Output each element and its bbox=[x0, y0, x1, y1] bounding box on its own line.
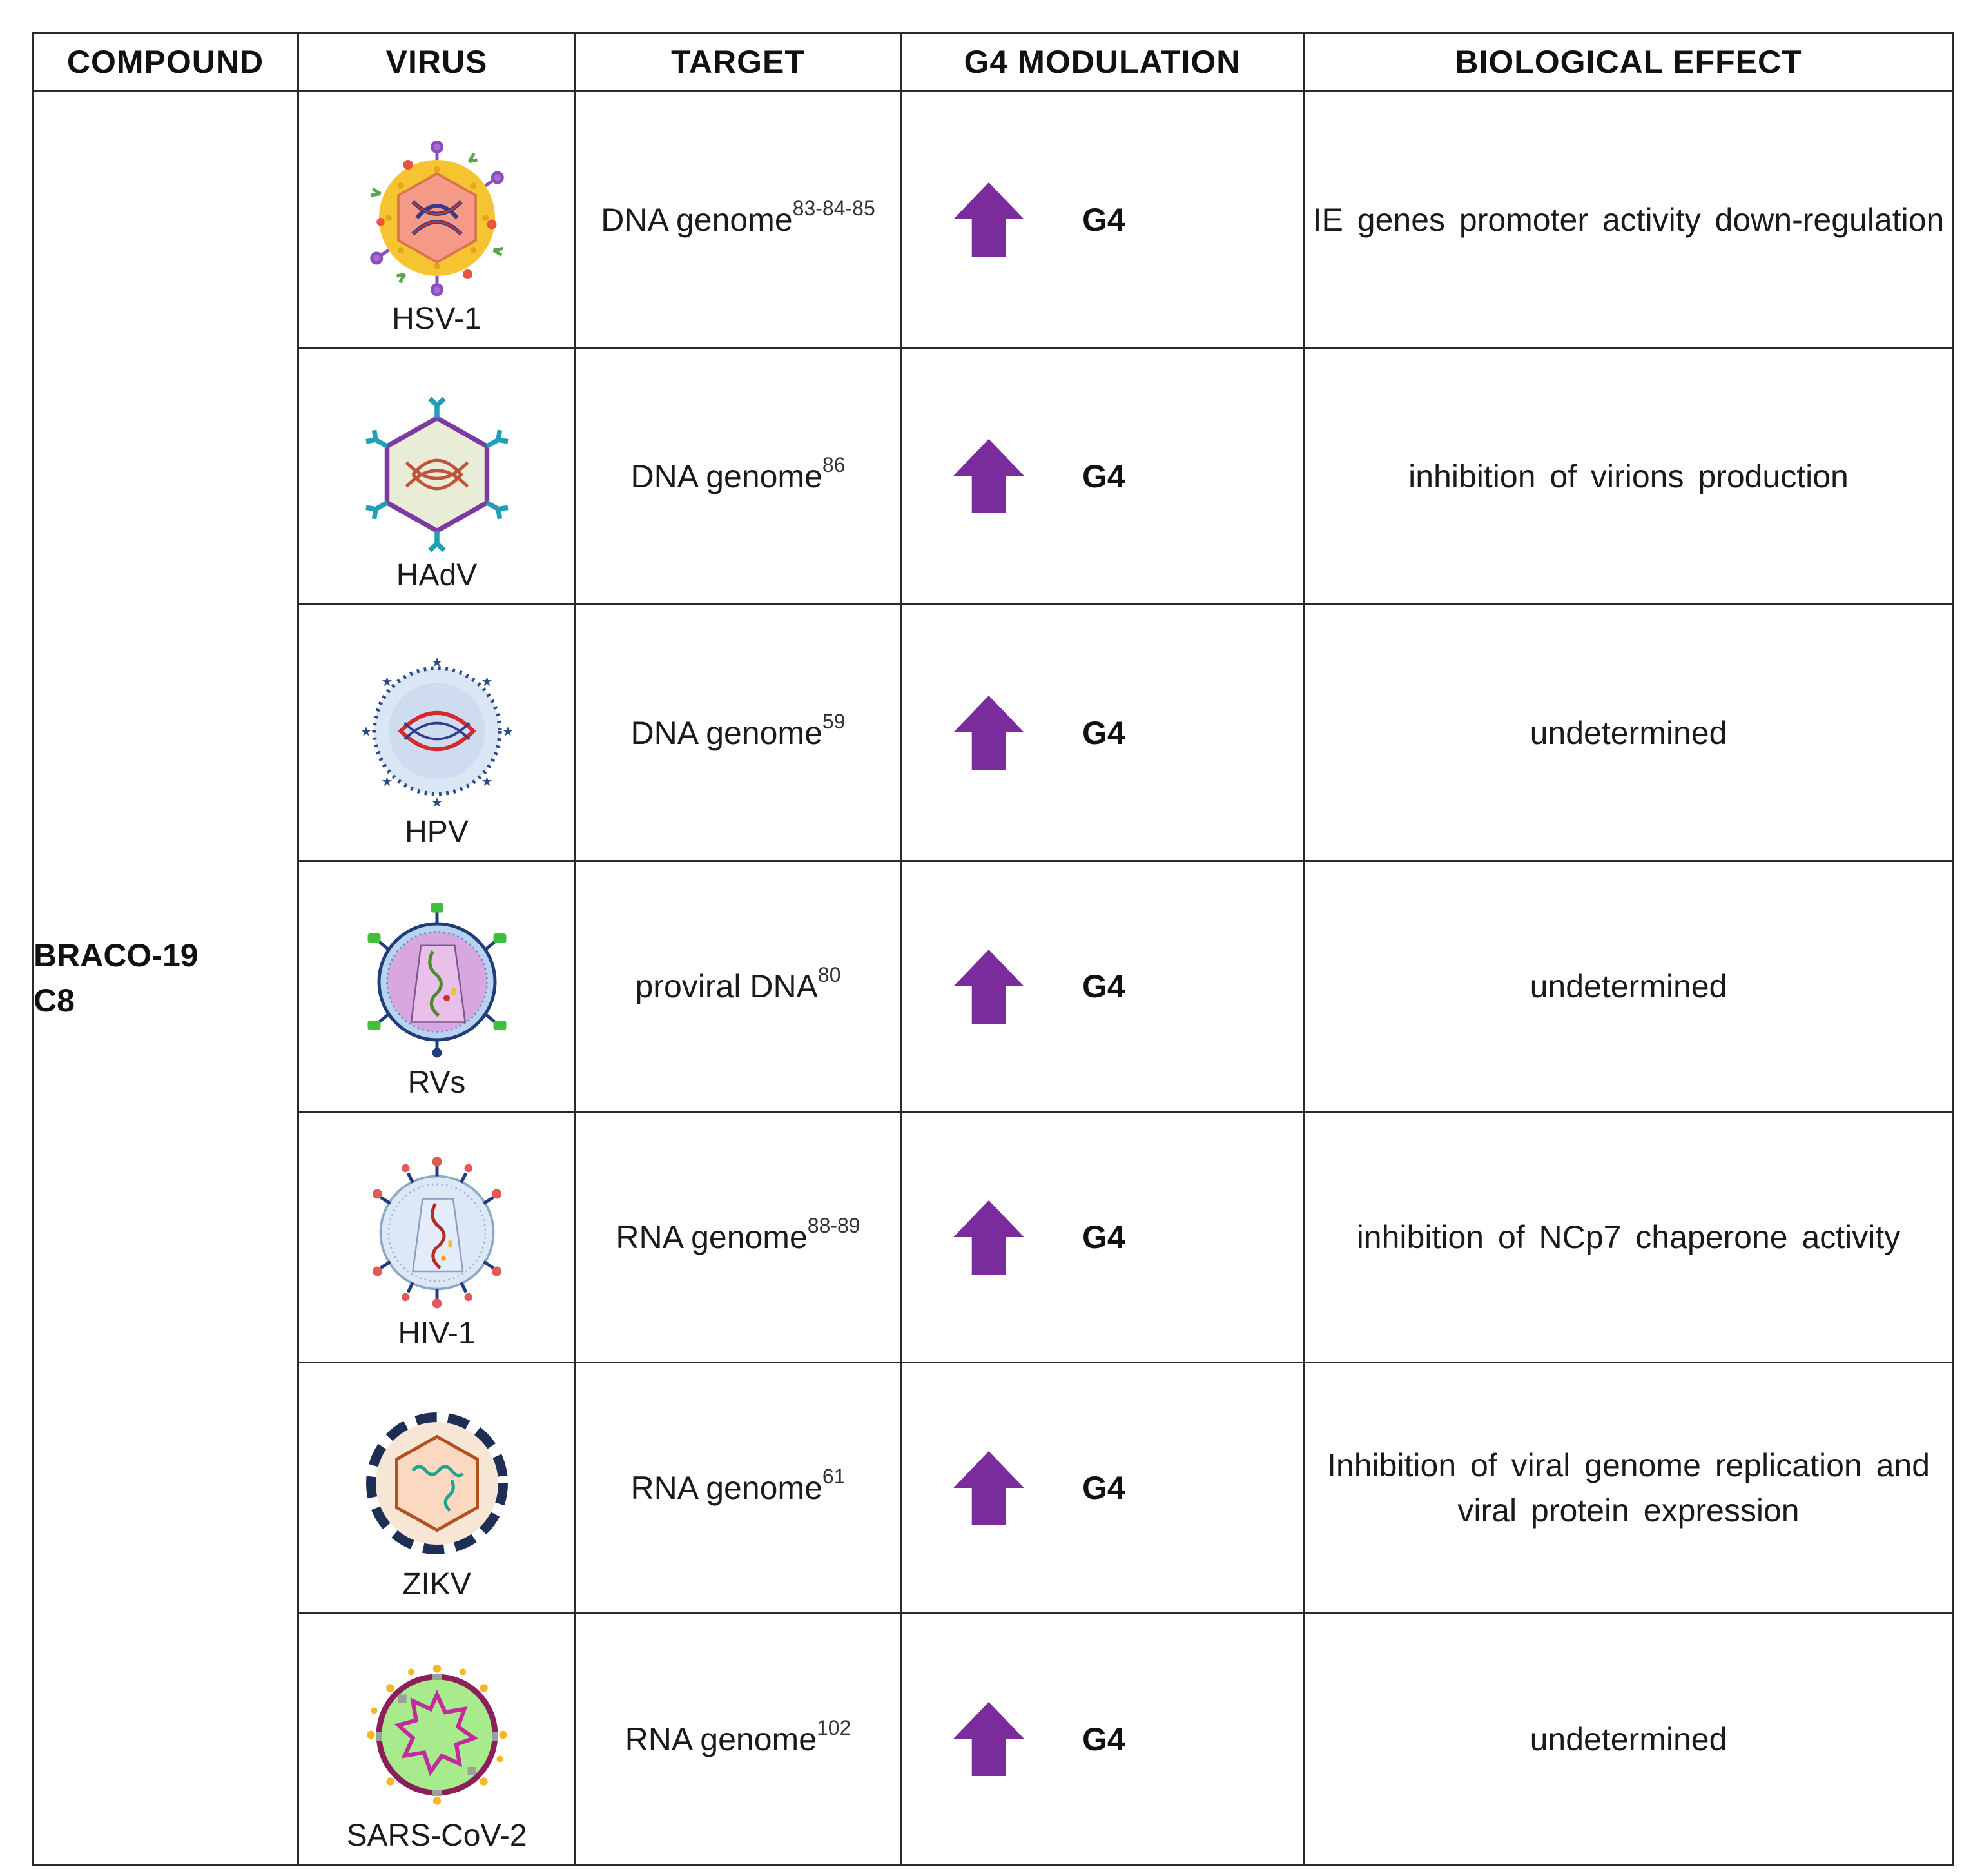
g4-label: G4 bbox=[1082, 968, 1125, 1004]
target-text: RNA genome bbox=[630, 1470, 822, 1506]
table-row: ZIKV RNA genome61 G4 Inhibition of viral… bbox=[33, 1362, 1954, 1614]
hiv1-virus-icon bbox=[372, 1157, 501, 1309]
g4-modulation-cell: G4 bbox=[900, 1362, 1305, 1614]
table-row: HAdV DNA genome86 G4 inhibition of virio… bbox=[33, 347, 1954, 605]
svg-text:★: ★ bbox=[381, 674, 393, 689]
g4-modulation-cell: G4 bbox=[900, 347, 1305, 605]
header-virus: VIRUS bbox=[297, 32, 576, 92]
header-biological-effect: BIOLOGICAL EFFECT bbox=[1303, 32, 1954, 92]
hsv1-virus-icon bbox=[369, 141, 504, 297]
up-arrow-icon bbox=[953, 1200, 1024, 1275]
virus-name: HIV-1 bbox=[398, 1316, 476, 1351]
up-arrow-icon bbox=[953, 949, 1024, 1024]
virus-cell: RVs bbox=[297, 860, 576, 1113]
compound-cell: BRACO-19 C8 bbox=[32, 90, 299, 1866]
virus-name: ZIKV bbox=[402, 1567, 471, 1601]
table-row: SARS-CoV-2 RNA genome102 G4 undetermined bbox=[33, 1612, 1954, 1866]
target-cell: DNA genome83-84-85 bbox=[574, 90, 902, 349]
biological-effect-cell: IE genes promoter activity down-regulati… bbox=[1303, 90, 1954, 349]
up-arrow-icon bbox=[953, 696, 1024, 770]
header-target: TARGET bbox=[574, 32, 902, 92]
target-reference: 86 bbox=[822, 453, 846, 476]
hpv-virus-icon: ★ ★ ★ ★ ★ ★ ★ ★ bbox=[360, 654, 514, 810]
g4-modulation-cell: G4 bbox=[900, 1612, 1305, 1866]
sars-cov-2-virus-icon bbox=[366, 1665, 507, 1805]
svg-text:★: ★ bbox=[431, 654, 443, 670]
zikv-virus-icon bbox=[365, 1412, 508, 1554]
compound-name-line2: C8 bbox=[34, 982, 75, 1019]
svg-text:★: ★ bbox=[381, 774, 393, 789]
header-compound: COMPOUND bbox=[32, 32, 299, 92]
target-text: RNA genome bbox=[616, 1219, 808, 1255]
g4-label: G4 bbox=[1082, 1721, 1125, 1757]
g4-label: G4 bbox=[1082, 201, 1125, 238]
biological-effect-cell: Inhibition of viral genome replication a… bbox=[1303, 1362, 1954, 1614]
header-g4-modulation: G4 MODULATION bbox=[900, 32, 1305, 92]
target-reference: 83-84-85 bbox=[792, 196, 875, 220]
g4-modulation-cell: G4 bbox=[900, 603, 1305, 862]
virus-cell: SARS-CoV-2 bbox=[297, 1612, 576, 1866]
biological-effect-cell: inhibition of virions production bbox=[1303, 347, 1954, 605]
target-reference: 61 bbox=[822, 1465, 846, 1488]
target-text: proviral DNA bbox=[635, 968, 818, 1004]
virus-name: SARS-CoV-2 bbox=[346, 1819, 527, 1853]
svg-text:★: ★ bbox=[481, 674, 492, 689]
virus-g4-table: COMPOUND VIRUS TARGET G4 MODULATION BIOL… bbox=[32, 32, 1954, 1866]
up-arrow-icon bbox=[953, 1702, 1024, 1776]
virus-name: HAdV bbox=[396, 558, 478, 592]
target-reference: 59 bbox=[822, 709, 846, 733]
table-row: ★ ★ ★ ★ ★ ★ ★ ★ HPV DNA genome59 bbox=[33, 603, 1954, 862]
table-row: BRACO-19 C8 bbox=[32, 90, 1954, 1866]
virus-cell: ZIKV bbox=[297, 1362, 576, 1614]
g4-label: G4 bbox=[1082, 1219, 1125, 1255]
g4-modulation-cell: G4 bbox=[900, 1111, 1305, 1363]
target-cell: DNA genome59 bbox=[574, 603, 902, 862]
biological-effect-cell: undetermined bbox=[1303, 603, 1954, 862]
virus-name: HSV-1 bbox=[392, 302, 481, 336]
target-reference: 102 bbox=[817, 1715, 851, 1739]
target-text: DNA genome bbox=[630, 458, 822, 494]
target-cell: RNA genome61 bbox=[574, 1362, 902, 1614]
virus-cell: HSV-1 bbox=[297, 90, 576, 349]
target-cell: RNA genome102 bbox=[574, 1612, 902, 1866]
g4-label: G4 bbox=[1082, 1470, 1125, 1506]
up-arrow-icon bbox=[953, 439, 1024, 513]
g4-modulation-cell: G4 bbox=[900, 860, 1305, 1113]
virus-name: RVs bbox=[407, 1066, 466, 1100]
up-arrow-icon bbox=[953, 1451, 1024, 1525]
virus-name: HPV bbox=[405, 815, 469, 849]
table-row: RVs proviral DNA80 G4 undetermined bbox=[33, 860, 1954, 1113]
target-text: DNA genome bbox=[601, 201, 793, 238]
table-row: HIV-1 RNA genome88-89 G4 inhibition of N… bbox=[33, 1111, 1954, 1363]
target-cell: DNA genome86 bbox=[574, 347, 902, 605]
biological-effect-cell: inhibition of NCp7 chaperone activity bbox=[1303, 1111, 1954, 1363]
g4-modulation-cell: G4 bbox=[900, 90, 1305, 349]
rvs-virus-icon bbox=[367, 903, 506, 1058]
up-arrow-icon bbox=[953, 182, 1024, 257]
hadv-virus-icon bbox=[365, 396, 509, 552]
svg-text:★: ★ bbox=[502, 724, 514, 739]
virus-cell: HIV-1 bbox=[297, 1111, 576, 1363]
target-text: RNA genome bbox=[625, 1721, 817, 1757]
g4-label: G4 bbox=[1082, 458, 1125, 494]
compound-name-line1: BRACO-19 bbox=[34, 937, 199, 973]
target-reference: 80 bbox=[817, 963, 841, 986]
virus-cell: HAdV bbox=[297, 347, 576, 605]
biological-effect-cell: undetermined bbox=[1303, 1612, 1954, 1866]
target-cell: proviral DNA80 bbox=[574, 860, 902, 1113]
target-cell: RNA genome88-89 bbox=[574, 1111, 902, 1363]
svg-text:★: ★ bbox=[360, 724, 372, 739]
svg-text:★: ★ bbox=[481, 774, 492, 789]
g4-label: G4 bbox=[1082, 714, 1125, 751]
virus-cell: ★ ★ ★ ★ ★ ★ ★ ★ HPV bbox=[297, 603, 576, 862]
target-text: DNA genome bbox=[630, 714, 822, 751]
table-container: COMPOUND VIRUS TARGET G4 MODULATION BIOL… bbox=[32, 32, 1954, 1866]
svg-text:★: ★ bbox=[431, 795, 443, 810]
biological-effect-cell: undetermined bbox=[1303, 860, 1954, 1113]
header-row: COMPOUND VIRUS TARGET G4 MODULATION BIOL… bbox=[32, 32, 1954, 92]
target-reference: 88-89 bbox=[807, 1214, 860, 1237]
